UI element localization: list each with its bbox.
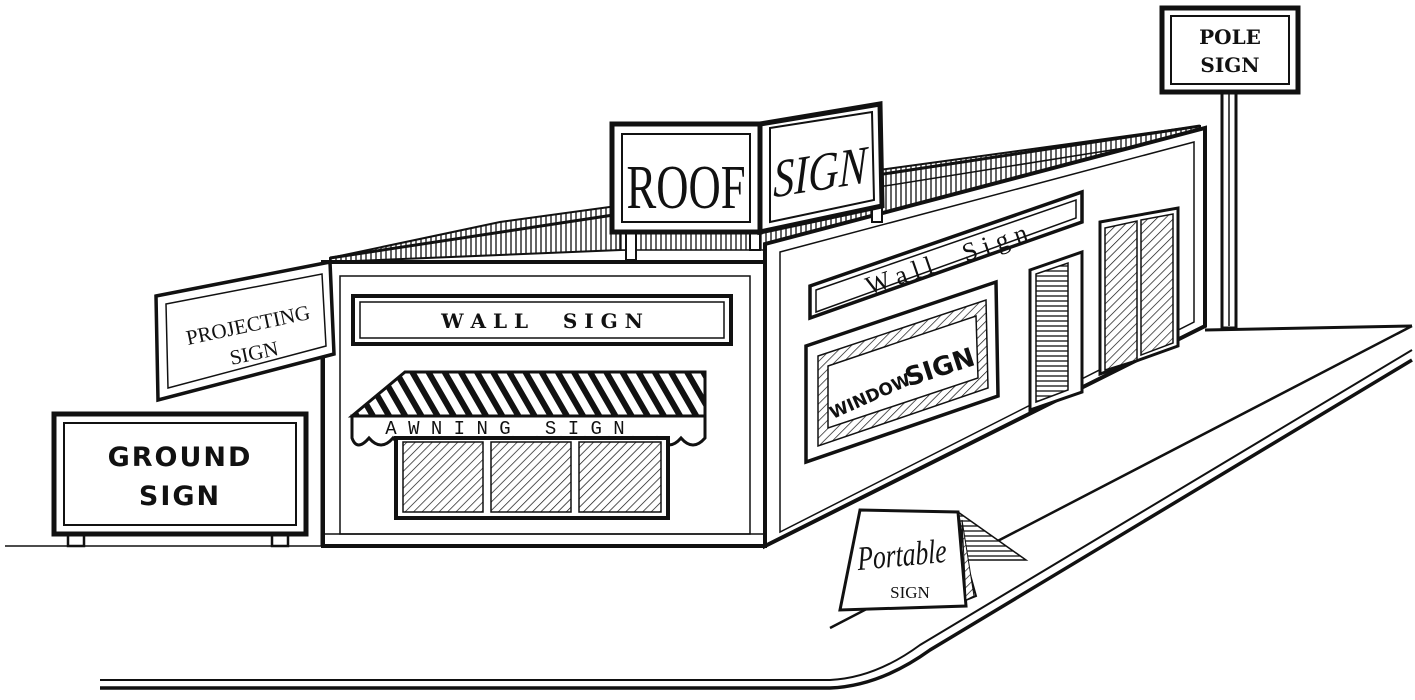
- window-sign: WINDOW SIGN: [804, 279, 1000, 465]
- ground-sign-line2: SIGN: [139, 481, 221, 512]
- ground-sign: GROUND SIGN: [51, 411, 309, 548]
- pole-sign-line1: POLE: [1199, 25, 1261, 49]
- wall-sign-front-text: W A L L S I G N: [440, 309, 643, 333]
- awning: A W N I N G S I G N: [347, 370, 707, 447]
- pole-sign: POLE SIGN: [1159, 5, 1301, 330]
- roof-sign: ROOF SIGN: [609, 101, 885, 261]
- portable-sign-line1: Portable: [856, 531, 948, 578]
- portable-sign-line2: SIGN: [890, 583, 930, 602]
- projecting-sign: PROJECTING SIGN: [154, 259, 336, 546]
- pole-sign-line2: SIGN: [1200, 53, 1259, 77]
- wall-sign-front: W A L L S I G N: [351, 294, 733, 346]
- side-window: [1098, 206, 1180, 377]
- awning-sign-text: A W N I N G S I G N: [385, 418, 624, 440]
- ground-sign-line1: GROUND: [108, 442, 253, 473]
- roof-sign-left-text: ROOF: [626, 153, 745, 222]
- side-door: [1028, 249, 1084, 413]
- portable-sign: Portable SIGN: [838, 508, 1029, 612]
- front-window: [394, 436, 670, 520]
